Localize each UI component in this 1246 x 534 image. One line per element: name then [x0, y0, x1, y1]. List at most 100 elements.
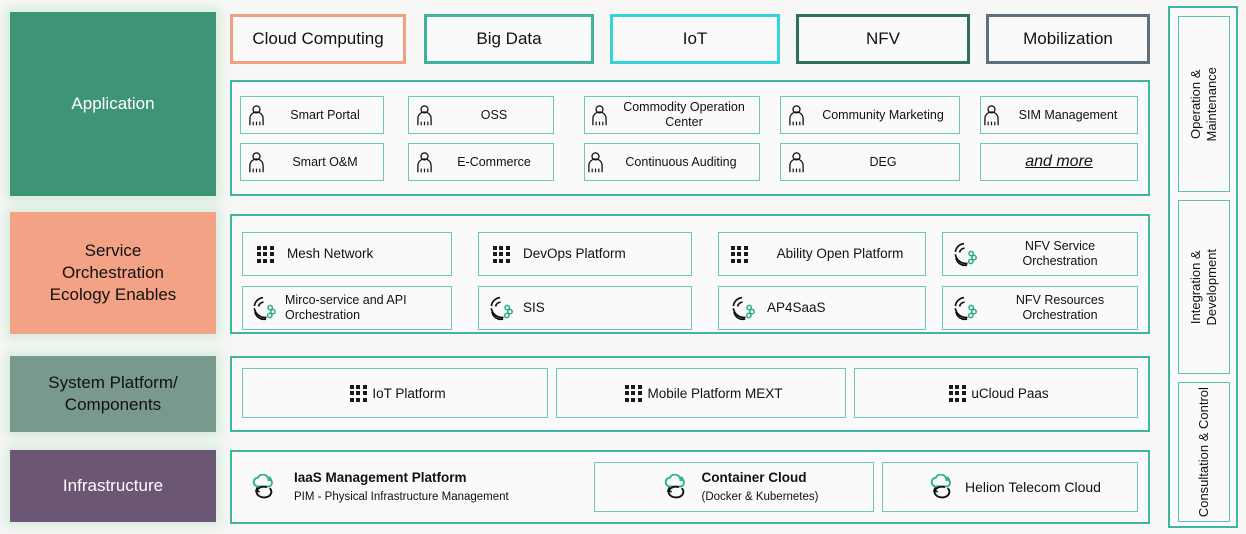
category-tab-iot[interactable]: IoT: [610, 14, 780, 64]
grid-dots-icon: [243, 245, 287, 263]
app-tile-label: and more: [1025, 153, 1093, 170]
layer-label-text: Service Orchestration Ecology Enables: [49, 240, 177, 305]
category-tab-label: Mobilization: [1023, 29, 1113, 48]
sidebar-panel-consultation-control[interactable]: Consultation & Control: [1178, 382, 1230, 522]
sidebar-panel-label: Operation & Maintenance: [1188, 67, 1221, 141]
orchestration-icon: [943, 295, 987, 321]
infra-tile-text: IaaS Management Platform PIM - Physical …: [286, 469, 592, 505]
app-tile-label: SIM Management: [1018, 107, 1118, 122]
so-tile-ability-open-platform[interactable]: Ability Open Platform: [718, 232, 926, 276]
person-icon: [241, 151, 271, 173]
person-icon: [981, 104, 1001, 126]
category-tab-cloud-computing[interactable]: Cloud Computing: [230, 14, 406, 64]
app-tile-label: DEG: [869, 154, 897, 169]
grid-dots-icon: [619, 384, 647, 402]
app-tile-label: Commodity Operation Center: [623, 100, 745, 129]
sidebar-panel-line2: Maintenance: [1204, 66, 1220, 142]
sidebar-panel-label: Consultation & Control: [1195, 386, 1211, 518]
category-tab-label: IoT: [682, 29, 708, 48]
sp-tile-label: Mobile Platform MEXT: [647, 385, 783, 401]
app-tile-label: OSS: [480, 107, 508, 122]
orchestration-icon: [479, 295, 523, 321]
infra-tile-title: Container Cloud: [701, 470, 807, 485]
orchestration-icon: [243, 295, 285, 321]
app-tile-deg[interactable]: DEG: [780, 143, 960, 181]
sp-tile-label: uCloud Paas: [971, 385, 1049, 401]
app-tile-and-more[interactable]: and more: [980, 143, 1138, 181]
person-icon: [409, 104, 439, 126]
layer-label-text: System Platform/ Components: [48, 372, 178, 414]
category-tab-label: NFV: [866, 29, 900, 48]
app-tile-label: E-Commerce: [457, 154, 531, 169]
so-tile-label: DevOps Platform: [523, 246, 626, 262]
so-tile-label: SIS: [523, 300, 545, 316]
person-icon: [409, 151, 439, 173]
grid-dots-icon: [719, 245, 759, 263]
category-tab-label: Big Data: [476, 29, 542, 48]
sp-tile-label: IoT Platform: [372, 385, 446, 401]
category-tab-mobilization[interactable]: Mobilization: [986, 14, 1150, 64]
layer-label-service-orchestration: Service Orchestration Ecology Enables: [10, 212, 216, 334]
sidebar-panel-line2: Development: [1204, 248, 1220, 326]
so-tile-label: Mirco-service and API Orchestration: [285, 293, 407, 322]
infra-tile-helion-telecom-cloud[interactable]: Helion Telecom Cloud: [882, 462, 1138, 512]
person-icon: [781, 151, 811, 173]
infra-tile-subtitle: (Docker & Kubernetes): [701, 491, 819, 503]
so-tile-nfv-service-orchestration[interactable]: NFV Service Orchestration: [942, 232, 1138, 276]
so-tile-ap4saas[interactable]: AP4SaaS: [718, 286, 926, 330]
so-tile-devops-platform[interactable]: DevOps Platform: [478, 232, 692, 276]
so-tile-label: NFV Service Orchestration: [1022, 239, 1098, 268]
sp-tile-iot-platform[interactable]: IoT Platform: [242, 368, 548, 418]
layer-label-system-platform: System Platform/ Components: [10, 356, 216, 432]
layer-label-text: Application: [71, 93, 155, 113]
app-tile-e-commerce[interactable]: E-Commerce: [408, 143, 554, 181]
person-icon: [585, 151, 605, 173]
app-tile-label: Smart Portal: [290, 107, 360, 122]
infra-tile-text: Container Cloud (Docker & Kubernetes): [702, 469, 819, 505]
sidebar-panel-operation-maintenance[interactable]: Operation & Maintenance: [1178, 16, 1230, 192]
app-tile-label: Continuous Auditing: [625, 154, 737, 169]
app-tile-smart-portal[interactable]: Smart Portal: [240, 96, 384, 134]
infra-tile-title: Helion Telecom Cloud: [965, 479, 1101, 495]
so-tile-label: NFV Resources Orchestration: [1015, 293, 1105, 322]
infra-tile-iaas-management-platform[interactable]: IaaS Management Platform PIM - Physical …: [242, 462, 592, 512]
layer-label-text: Infrastructure: [62, 475, 164, 495]
so-tile-label: AP4SaaS: [767, 300, 826, 316]
so-tile-label: Mesh Network: [287, 246, 374, 262]
so-tile-mesh-network[interactable]: Mesh Network: [242, 232, 452, 276]
grid-dots-icon: [344, 384, 372, 402]
so-tile-nfv-resources-orchestration[interactable]: NFV Resources Orchestration: [942, 286, 1138, 330]
app-tile-community-marketing[interactable]: Community Marketing: [780, 96, 960, 134]
so-tile-microservice-api-orchestration[interactable]: Mirco-service and API Orchestration: [242, 286, 452, 330]
category-tab-nfv[interactable]: NFV: [796, 14, 970, 64]
so-tile-sis[interactable]: SIS: [478, 286, 692, 330]
app-tile-label: Community Marketing: [822, 107, 944, 122]
app-tile-smart-om[interactable]: Smart O&M: [240, 143, 384, 181]
category-tab-big-data[interactable]: Big Data: [424, 14, 594, 64]
app-tile-continuous-auditing[interactable]: Continuous Auditing: [584, 143, 760, 181]
sidebar-panel-integration-development[interactable]: Integration & Development: [1178, 200, 1230, 374]
app-tile-label: Smart O&M: [292, 154, 358, 169]
orchestration-icon: [719, 295, 767, 321]
grid-dots-icon: [943, 384, 971, 402]
sidebar-panel-label: Integration & Development: [1188, 249, 1221, 326]
sidebar-panel-line1: Operation &: [1187, 69, 1203, 139]
infra-tile-subtitle: PIM - Physical Infrastructure Management: [294, 491, 509, 503]
cloud-sync-icon: [650, 474, 702, 500]
person-icon: [241, 104, 271, 126]
cloud-sync-icon: [242, 474, 286, 500]
infra-tile-container-cloud[interactable]: Container Cloud (Docker & Kubernetes): [594, 462, 874, 512]
layer-label-infrastructure: Infrastructure: [10, 450, 216, 522]
grid-dots-icon: [479, 245, 523, 263]
sp-tile-ucloud-paas[interactable]: uCloud Paas: [854, 368, 1138, 418]
app-tile-oss[interactable]: OSS: [408, 96, 554, 134]
layer-label-application: Application: [10, 12, 216, 196]
app-tile-commodity-operation-center[interactable]: Commodity Operation Center: [584, 96, 760, 134]
category-tab-label: Cloud Computing: [252, 29, 384, 48]
sp-tile-mobile-platform-mext[interactable]: Mobile Platform MEXT: [556, 368, 846, 418]
so-tile-label: Ability Open Platform: [776, 246, 904, 262]
app-tile-sim-management[interactable]: SIM Management: [980, 96, 1138, 134]
infra-tile-title: IaaS Management Platform: [294, 470, 467, 485]
cloud-sync-icon: [919, 474, 965, 500]
